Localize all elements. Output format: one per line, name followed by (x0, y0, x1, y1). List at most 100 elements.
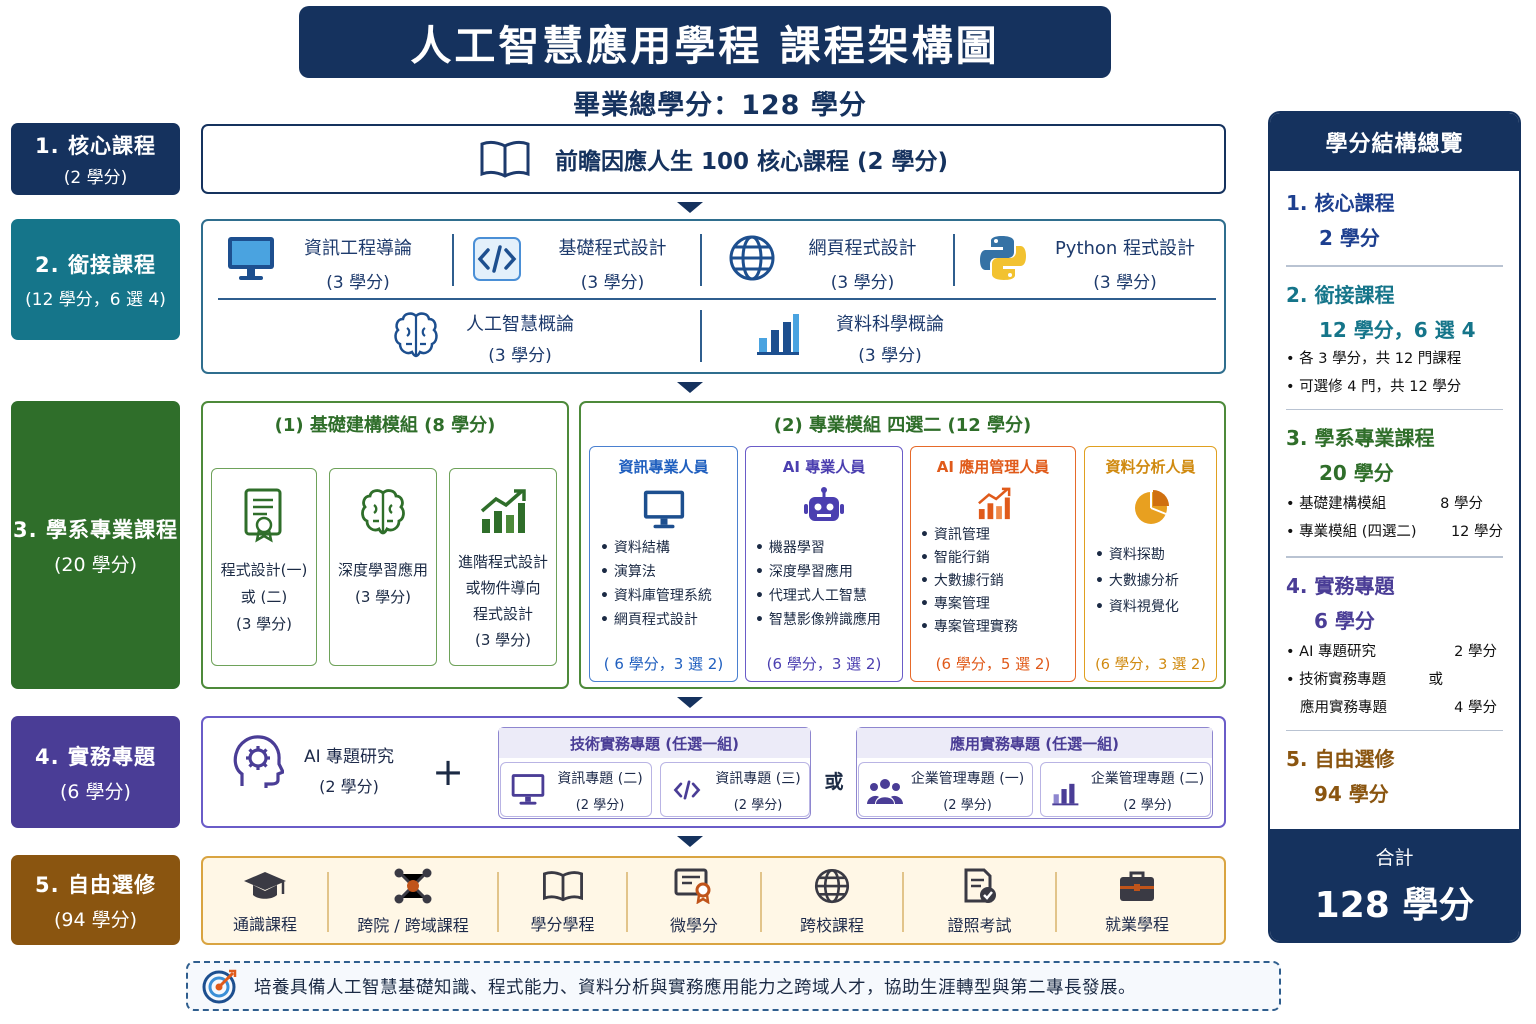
summary-row-value: 2 學分 (1454, 643, 1497, 660)
tech-project-group (498, 727, 811, 819)
elective-item: 跨院 / 跨域課程 (329, 866, 497, 938)
course-item: 網頁程式設計 (3 學分) (780, 234, 945, 293)
track-course: 智慧影像辨識應用 (755, 608, 903, 632)
divider (1055, 872, 1057, 932)
course-name: 資訊工程導論 (304, 237, 412, 259)
track-course: 演算法 (600, 560, 735, 584)
track-course-list: 資料探勘 大數據分析 資料視覺化 (1095, 542, 1215, 620)
course-item: Python 程式設計 (3 學分) (1030, 234, 1220, 293)
summary-row-label: 應用實務專題 (1300, 699, 1387, 716)
divider (1286, 408, 1503, 410)
course-name: 企業管理專題 (二) (1090, 770, 1205, 787)
total-label: 合計 (1375, 846, 1414, 869)
course-credits: (2 學分) (943, 797, 992, 813)
basic-course-card: 進階程式設計 或物件導向 程式設計 (3 學分) (449, 468, 557, 666)
track-course-list: 機器學習 深度學習應用 代理式人工智慧 智慧影像辨識應用 (755, 536, 903, 632)
summary-row-label: 專業模組 (四選二) (1299, 524, 1417, 540)
app-project-title: 應用實務專題 (任選一組) (857, 728, 1212, 758)
track-course: 網頁程式設計 (600, 608, 735, 632)
course-line: 或 (二) (240, 588, 288, 606)
track-credits: (6 學分，3 選 2) (766, 654, 882, 673)
app-project-group (856, 727, 1213, 819)
elective-name: 證照考試 (947, 916, 1012, 935)
elective-name: 跨校課程 (799, 916, 864, 935)
flow-arrow (677, 697, 703, 708)
section-title: 2. 銜接課程 (35, 253, 156, 277)
track-course-list: 資訊管理 智能行銷 大數據行銷 專案管理 專案管理實務 (920, 524, 1070, 639)
summary-core-value: 2 學分 (1319, 226, 1380, 250)
course-name: 資訊專題 (三) (715, 770, 801, 787)
basic-module-box (201, 401, 569, 689)
bar-chart-icon (1052, 783, 1079, 806)
track-course: 專案管理實務 (920, 616, 1070, 639)
section-label-dept: 3. 學系專業課程 (20 學分) (11, 401, 180, 689)
divider (1286, 556, 1503, 558)
summary-free-value: 94 學分 (1314, 782, 1389, 806)
course-name: 基礎程式設計 (558, 237, 667, 259)
bridge-box (201, 219, 1226, 374)
section-title: 1. 核心課程 (35, 134, 156, 158)
summary-note: 各 3 學分，共 12 門課程 (1299, 350, 1462, 367)
course-credits: (3 學分) (326, 272, 390, 293)
summary-row-value: 8 學分 (1440, 496, 1483, 512)
track-course: 代理式人工智慧 (755, 584, 903, 608)
elective-name: 通識課程 (232, 915, 297, 934)
course-credits: (3 學分) (488, 346, 552, 366)
track-course: 資料探勘 (1095, 542, 1215, 568)
course-credits: (2 學分) (319, 776, 379, 796)
globe-icon (814, 868, 850, 904)
project-text: 企業管理專題 (二) (2 學分) (1085, 768, 1210, 813)
summary-dept-value: 20 學分 (1319, 461, 1394, 485)
course-name: AI 專題研究 (303, 746, 395, 767)
section-label-elective: 5. 自由選修 (94 學分) (11, 855, 180, 945)
summary-row-value: 4 學分 (1454, 699, 1497, 716)
summary-practice-title: 4. 實務專題 (1286, 573, 1395, 598)
track-credits: ( 6 學分，3 選 2) (603, 654, 724, 673)
course-item: 人工智慧概論 (3 學分) (440, 310, 600, 366)
project-item (1040, 762, 1211, 817)
divider (700, 234, 702, 286)
track-credits: (6 學分，5 選 2) (935, 654, 1051, 673)
book-icon (542, 871, 583, 902)
code-icon (673, 780, 701, 800)
course-credits: (2 學分) (733, 797, 783, 813)
divider (953, 234, 955, 286)
course-line: (3 學分) (474, 631, 531, 649)
elective-name: 跨院 / 跨域課程 (357, 916, 469, 935)
robot-icon (804, 487, 844, 521)
bar-chart-icon (757, 314, 799, 355)
course-name: 網頁程式設計 (808, 237, 917, 259)
summary-row-value: 或 (1428, 671, 1444, 688)
summary-row-label: 技術實務專題 (1299, 671, 1387, 688)
elective-item: 就業學程 (1057, 866, 1217, 938)
flow-arrow (677, 382, 703, 393)
summary-note: 可選修 4 門，共 12 學分 (1299, 378, 1462, 395)
summary-row-label: 基礎建構模組 (1299, 496, 1387, 512)
course-line: 程式設計 (472, 605, 533, 623)
section-label-practice: 4. 實務專題 (6 學分) (11, 716, 180, 828)
flow-arrow (677, 202, 703, 213)
divider (1286, 265, 1503, 267)
or-label: 或 (824, 770, 844, 793)
summary-dept-title: 3. 學系專業課程 (1286, 426, 1435, 450)
certificate-icon (244, 488, 282, 543)
goal-banner: 培養具備人工智慧基礎知識、程式能力、資料分析與實務應用能力之跨域人才，協助生涯轉… (186, 961, 1281, 1011)
divider (497, 872, 499, 932)
track-course: 機器學習 (755, 536, 903, 560)
divider (327, 872, 329, 932)
course-name: 人工智慧概論 (466, 314, 574, 335)
pro-module-title: (2) 專業模組 四選二 (12 學分) (773, 415, 1032, 436)
summary-bridge-value: 12 學分，6 選 4 (1319, 317, 1476, 342)
elective-item: 微學分 (628, 866, 760, 938)
monitor-icon (643, 490, 685, 529)
section-credits: (12 學分，6 選 4) (25, 290, 166, 310)
track-course: 資料結構 (600, 536, 735, 560)
divider (902, 872, 904, 932)
track-course: 資訊管理 (920, 524, 1070, 547)
summary-panel: 學分結構總覽 1. 核心課程 2 學分 2. 銜接課程 12 學分，6 選 4 … (1268, 111, 1521, 943)
summary-bridge-notes: • 各 3 學分，共 12 門課程 • 可選修 4 門，共 12 學分 (1286, 350, 1462, 395)
track-course: 大數據行銷 (920, 570, 1070, 593)
track-title: 資料分析人員 (1105, 457, 1196, 476)
track-course: 智能行銷 (920, 547, 1070, 570)
